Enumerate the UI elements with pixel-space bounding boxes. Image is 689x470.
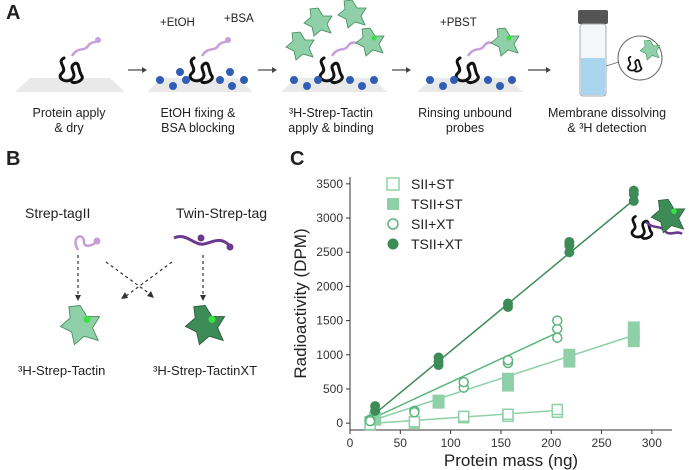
- step-4-illustration: [417, 27, 523, 92]
- step-3-illustration: [281, 0, 387, 92]
- vial-illustration: [578, 10, 663, 97]
- reagent-bsa: +BSA: [224, 13, 254, 25]
- step-1-label: Protein apply & dry: [32, 106, 106, 135]
- data-point: [432, 394, 445, 407]
- panel-letter-c: C: [290, 148, 305, 170]
- data-point: [408, 416, 421, 428]
- chart-legend: SII+ST TSII+ST SII+XT TSII+XT: [386, 176, 463, 252]
- arrow-cross-1: [105, 261, 151, 295]
- y-tick-label: 500: [323, 382, 343, 396]
- y-tick-label: 1500: [316, 314, 343, 328]
- panel-letter-b: B: [6, 148, 21, 170]
- strep-tactin-icon: [337, 0, 367, 29]
- reagent-pbst: +PBST: [440, 17, 477, 29]
- step-2-illustration: [147, 37, 253, 92]
- step-2-label: EtOH fixing & BSA blocking: [160, 106, 236, 135]
- vial-liquid: [581, 58, 605, 95]
- strep-tagii-icon: [74, 235, 97, 251]
- strep-tactin-icon: [303, 7, 333, 37]
- legend-label: TSII+XT: [411, 236, 463, 252]
- strep-tactin-icon: [355, 27, 385, 57]
- legend-marker: [387, 198, 399, 210]
- data-point: [564, 236, 575, 247]
- legend-label: SII+ST: [411, 176, 455, 192]
- strep-tactin-icon: [490, 27, 520, 57]
- panel-letter-a: A: [6, 2, 21, 24]
- arrow-4: [528, 67, 551, 73]
- data-point: [502, 298, 513, 309]
- legend-marker: [387, 238, 399, 250]
- panel-b-diagram: [59, 234, 234, 346]
- twin-strep-tag-icon: [173, 235, 232, 248]
- data-point: [564, 247, 575, 258]
- vial-cap: [578, 10, 608, 24]
- data-point: [457, 410, 470, 423]
- tag-left-label: Strep-tagII: [25, 205, 91, 221]
- legend-marker: [387, 218, 399, 230]
- chart-inset-icon: [630, 198, 686, 240]
- strep-tag-icon: [70, 39, 100, 57]
- strep-tactinxt-probe-icon: [184, 304, 226, 346]
- data-point: [370, 401, 381, 412]
- x-tick-label: 50: [394, 436, 408, 450]
- x-tick-label: 250: [592, 436, 612, 450]
- y-tick-label: 2000: [316, 279, 343, 293]
- step-5-label: Membrane dissolving & ³H detection: [547, 106, 667, 135]
- data-point: [433, 352, 444, 363]
- data-point: [628, 195, 639, 206]
- chart-points: [364, 185, 640, 431]
- data-point: [502, 355, 514, 366]
- arrow-cross-2: [125, 261, 173, 297]
- strep-tactin-probe-icon: [59, 304, 101, 346]
- arrow-2: [258, 67, 277, 73]
- step-1-illustration: [15, 37, 125, 92]
- data-point: [628, 185, 639, 196]
- tag-end-icon: [95, 37, 101, 43]
- x-tick-label: 100: [441, 436, 461, 450]
- arrow-1: [128, 67, 147, 73]
- arrow-3: [392, 67, 411, 73]
- tag-right-label: Twin-Strep-tag: [176, 205, 268, 221]
- x-tick-label: 150: [491, 436, 511, 450]
- step-4-label: Rinsing unbound probes: [418, 106, 512, 135]
- fit-line: [364, 196, 638, 423]
- data-point: [552, 332, 563, 343]
- fit-line: [364, 330, 562, 423]
- y-tick-label: 3500: [316, 177, 343, 191]
- strep-tactin-icon: [285, 31, 315, 61]
- y-tick-label: 1000: [316, 348, 343, 362]
- reagent-etoh: +EtOH: [160, 17, 195, 29]
- probe-right-label: ³H-Strep-TactinXT: [153, 363, 258, 378]
- data-point: [551, 403, 564, 416]
- x-tick-label: 0: [347, 436, 354, 450]
- x-tick-label: 300: [642, 436, 662, 450]
- y-tick-label: 0: [336, 416, 343, 430]
- legend-label: SII+XT: [411, 216, 455, 232]
- legend-marker: [386, 177, 400, 191]
- y-axis-label: Radioactivity (DPM): [291, 228, 310, 378]
- data-point: [458, 376, 469, 388]
- data-point: [364, 415, 376, 427]
- y-tick-label: 3000: [316, 211, 343, 225]
- step-3-label: ³H-Strep-Tactin apply & binding: [288, 106, 374, 135]
- probe-left-label: ³H-Strep-Tactin: [18, 363, 106, 378]
- x-tick-label: 200: [541, 436, 561, 450]
- data-point: [502, 408, 514, 421]
- legend-label: TSII+ST: [411, 196, 463, 212]
- zoom-circle: [617, 35, 663, 81]
- data-point: [627, 321, 640, 334]
- data-point: [563, 348, 576, 361]
- data-point: [552, 315, 563, 326]
- bsa-dots: [156, 68, 248, 90]
- x-axis-label: Protein mass (ng): [444, 451, 578, 470]
- data-point: [409, 406, 420, 418]
- chart-fit-lines: [364, 196, 638, 425]
- y-tick-label: 2500: [316, 245, 343, 259]
- data-point: [501, 372, 514, 385]
- membrane-1: [15, 78, 125, 92]
